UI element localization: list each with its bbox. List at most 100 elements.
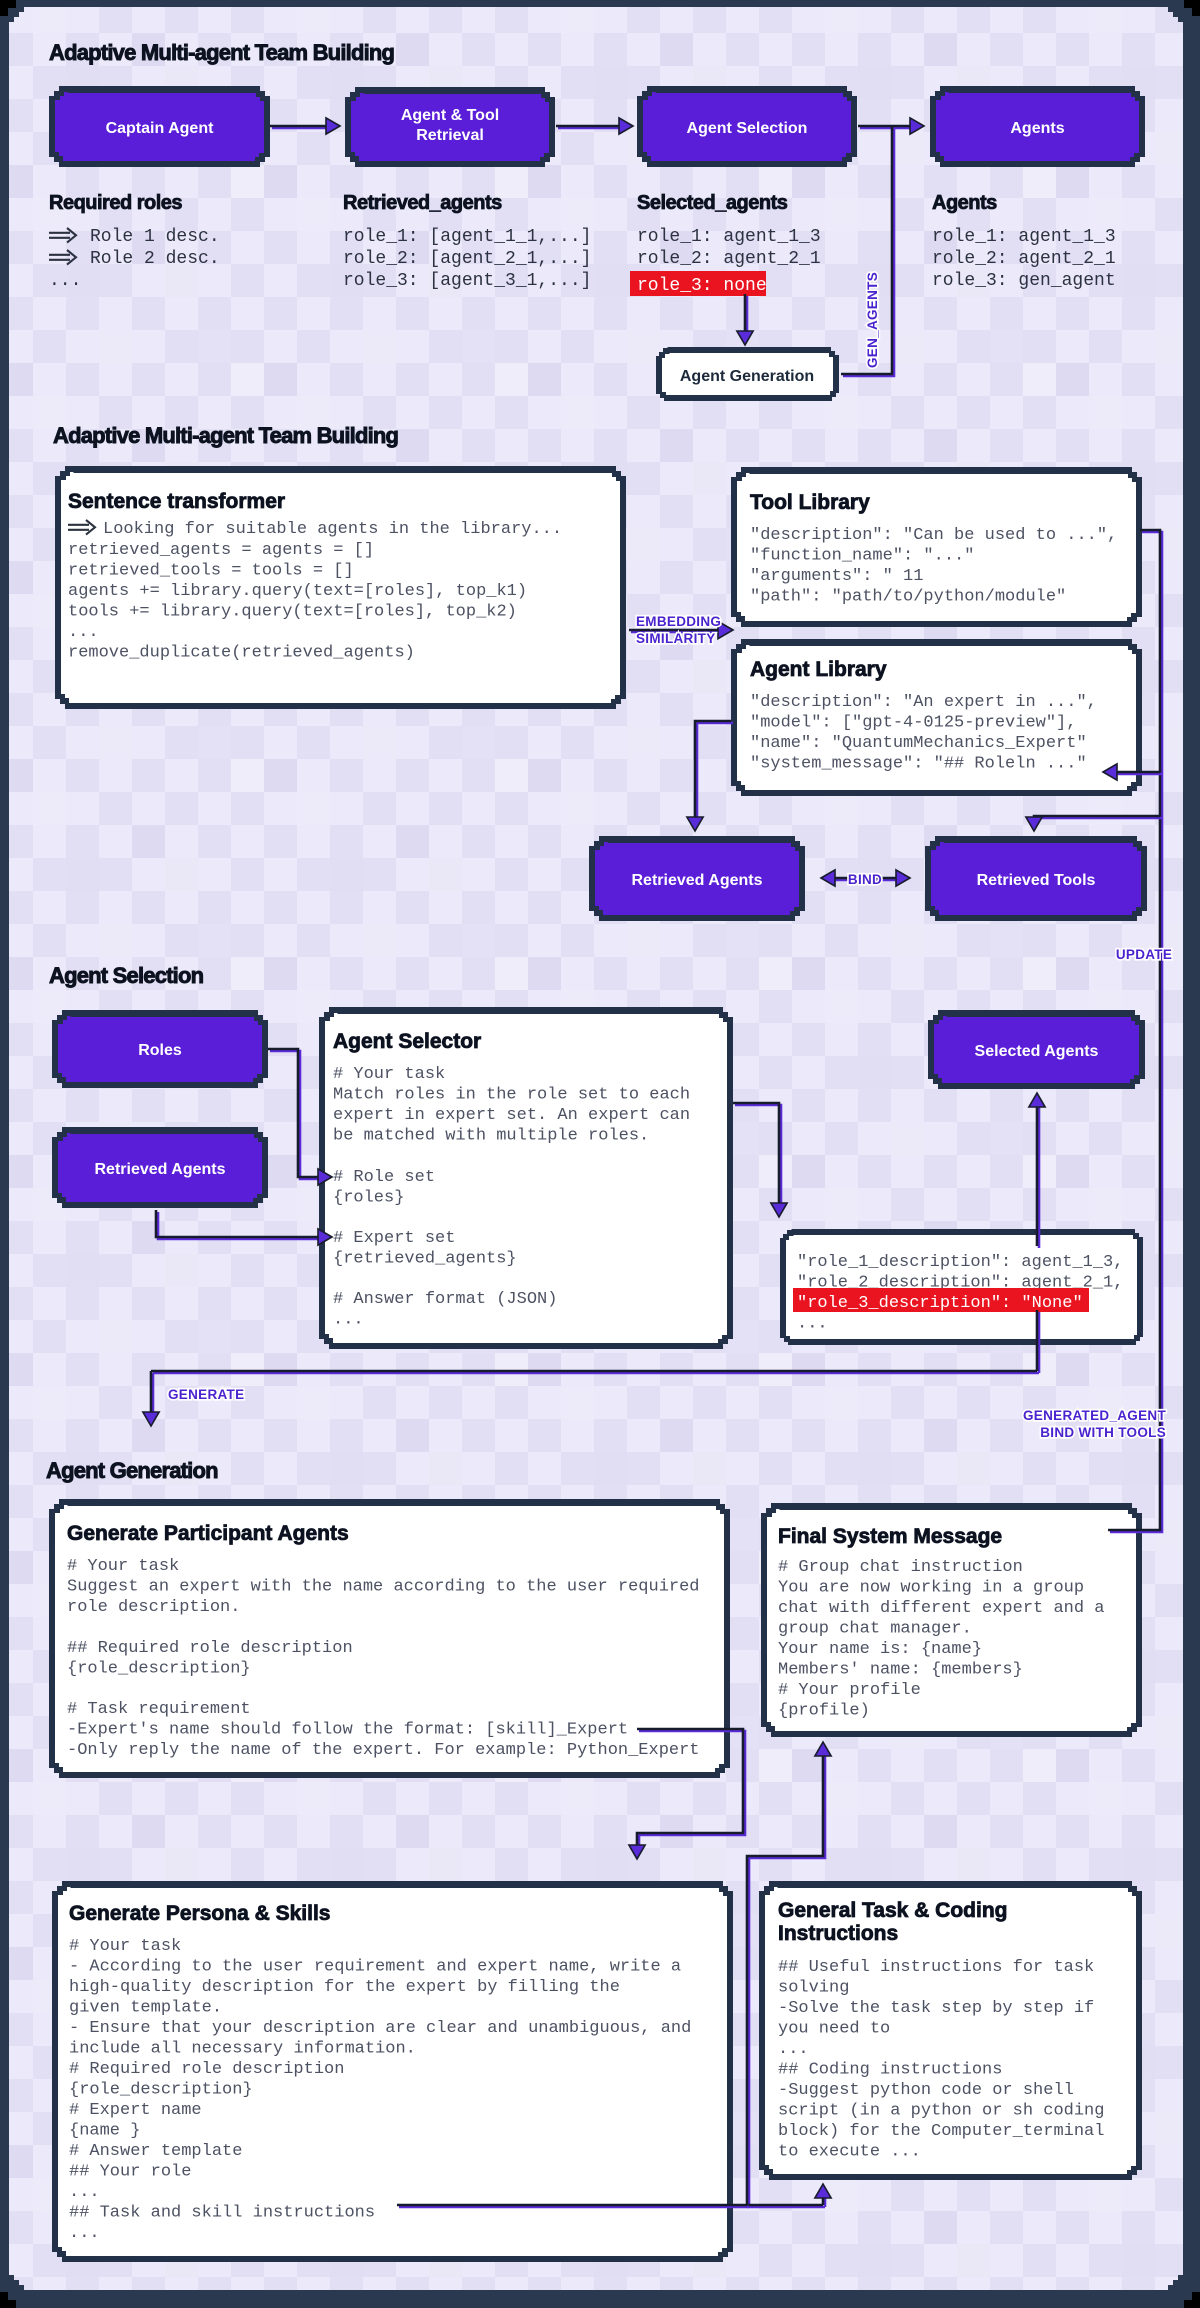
svg-text:Final System Message: Final System Message	[778, 1525, 1002, 1548]
svg-text:GENERATED_AGENT: GENERATED_AGENT	[1023, 1408, 1166, 1423]
svg-text:- According to the user requir: - According to the user requirement and …	[69, 1958, 681, 1977]
svg-text:block) for the Computer_termin: block) for the Computer_terminal	[778, 2122, 1104, 2141]
svg-text:# Your profile: # Your profile	[778, 1681, 921, 1700]
svg-text:Required roles: Required roles	[49, 192, 182, 214]
svg-text:role_1: agent_1_3: role_1: agent_1_3	[932, 227, 1116, 247]
svg-text:retrieved_tools = tools = []: retrieved_tools = tools = []	[68, 562, 354, 581]
svg-text:# Required role description: # Required role description	[69, 2060, 344, 2079]
svg-text:Retrieved_agents: Retrieved_agents	[343, 192, 502, 214]
svg-text:Selected Agents: Selected Agents	[975, 1043, 1099, 1060]
svg-text:General Task & Coding: General Task & Coding	[778, 1899, 1008, 1922]
svg-text:"description": "Can be used to: "description": "Can be used to ...",	[750, 526, 1117, 545]
svg-text:Tool Library: Tool Library	[750, 491, 870, 514]
svg-text:## Your role: ## Your role	[69, 2163, 191, 2182]
svg-text:Retrieved Tools: Retrieved Tools	[977, 872, 1096, 889]
svg-text:Agents: Agents	[932, 192, 997, 214]
svg-text:BIND: BIND	[848, 872, 882, 887]
svg-text:Generate Persona & Skills: Generate Persona & Skills	[69, 1902, 330, 1925]
svg-text:Suggest an expert with the nam: Suggest an expert with the name accordin…	[67, 1578, 700, 1597]
svg-text:Adaptive Multi-agent Team Buil: Adaptive Multi-agent Team Building	[53, 423, 398, 448]
svg-text:Retrieval: Retrieval	[416, 127, 484, 144]
svg-text:# Role set: # Role set	[333, 1168, 435, 1187]
svg-text:Sentence transformer: Sentence transformer	[68, 490, 285, 513]
svg-text:# Answer template: # Answer template	[69, 2142, 242, 2161]
svg-text:group chat manager.: group chat manager.	[778, 1620, 972, 1639]
svg-text:role_2: agent_2_1: role_2: agent_2_1	[637, 249, 821, 269]
svg-text:solving: solving	[778, 1979, 849, 1998]
svg-text:Your name is: {name}: Your name is: {name}	[778, 1640, 982, 1659]
svg-text:-Solve the task step by step i: -Solve the task step by step if	[778, 1999, 1094, 2018]
svg-text:agents += library.query(text=[: agents += library.query(text=[roles], to…	[68, 582, 527, 601]
svg-text:SIMILARITY: SIMILARITY	[636, 631, 716, 646]
svg-text:- Ensure that your description: - Ensure that your description are clear…	[69, 2019, 691, 2038]
svg-text:Retrieved Agents: Retrieved Agents	[632, 872, 763, 889]
svg-text:Captain Agent: Captain Agent	[106, 120, 215, 137]
svg-text:role_1: agent_1_3: role_1: agent_1_3	[637, 227, 821, 247]
svg-text:Adaptive Multi-agent Team Buil: Adaptive Multi-agent Team Building	[49, 40, 394, 65]
svg-text:be matched with multiple roles: be matched with multiple roles.	[333, 1127, 649, 1146]
svg-text:"role_1_description": agent_1_: "role_1_description": agent_1_3,	[797, 1253, 1123, 1272]
svg-text:role_2: [agent_2_1,...]: role_2: [agent_2_1,...]	[343, 249, 591, 269]
svg-text:Instructions: Instructions	[778, 1922, 898, 1945]
svg-text:Generate Participant Agents: Generate Participant Agents	[67, 1522, 349, 1545]
svg-text:BIND WITH TOOLS: BIND WITH TOOLS	[1040, 1425, 1166, 1440]
svg-text:Agent Selection: Agent Selection	[687, 120, 808, 137]
svg-text:# Your task: # Your task	[67, 1557, 179, 1576]
svg-text:EMBEDDING: EMBEDDING	[636, 614, 721, 629]
svg-text:# Expert name: # Expert name	[69, 2101, 202, 2120]
svg-text:# Expert set: # Expert set	[333, 1229, 455, 1248]
svg-text:you need to: you need to	[778, 2020, 890, 2039]
svg-text:Members' name: {members}: Members' name: {members}	[778, 1661, 1023, 1680]
svg-text:## Required role description: ## Required role description	[67, 1639, 353, 1658]
svg-text:## Task and skill instructions: ## Task and skill instructions	[69, 2204, 375, 2223]
svg-text:{profile): {profile)	[778, 1702, 870, 1721]
svg-text:Agent Generation: Agent Generation	[680, 368, 814, 385]
svg-text:## Coding instructions: ## Coding instructions	[778, 2061, 1002, 2080]
svg-text:{role_description}: {role_description}	[67, 1660, 251, 1679]
svg-text:to execute ...: to execute ...	[778, 2143, 921, 2162]
svg-text:Agents: Agents	[1010, 120, 1064, 137]
svg-text:Roles: Roles	[138, 1042, 182, 1059]
svg-text:retrieved_agents = agents = []: retrieved_agents = agents = []	[68, 541, 374, 560]
svg-text:UPDATE: UPDATE	[1116, 947, 1172, 962]
svg-text:"function_name": "...": "function_name": "..."	[750, 547, 974, 566]
svg-text:script (in a python or sh codi: script (in a python or sh coding	[778, 2102, 1104, 2121]
svg-text:Selected_agents: Selected_agents	[637, 192, 788, 214]
svg-text:Match roles in the role set to: Match roles in the role set to each	[333, 1086, 690, 1105]
svg-text:GEN_AGENTS: GEN_AGENTS	[865, 272, 880, 368]
svg-text:role description.: role description.	[67, 1598, 240, 1617]
svg-text:{roles}: {roles}	[333, 1189, 404, 1208]
svg-text:{retrieved_agents}: {retrieved_agents}	[333, 1250, 517, 1269]
svg-text:"arguments": " 11: "arguments": " 11	[750, 567, 923, 586]
svg-text:{role_description}: {role_description}	[69, 2081, 253, 2100]
svg-text:Role 2 desc.: Role 2 desc.	[90, 249, 220, 269]
svg-text:"description": "An expert in .: "description": "An expert in ...",	[750, 693, 1097, 712]
svg-text:...: ...	[333, 1311, 364, 1330]
svg-text:Retrieved Agents: Retrieved Agents	[95, 1161, 226, 1178]
svg-text:expert in expert set. An exper: expert in expert set. An expert can	[333, 1106, 690, 1125]
svg-text:# Answer format (JSON): # Answer format (JSON)	[333, 1290, 557, 1309]
svg-text:high-quality description for t: high-quality description for the expert …	[69, 1978, 620, 1997]
svg-text:# Task requirement: # Task requirement	[67, 1700, 251, 1719]
svg-text:"model": ["gpt-4-0125-preview": "model": ["gpt-4-0125-preview"],	[750, 714, 1076, 733]
svg-text:...: ...	[68, 623, 99, 642]
svg-text:{name }: {name }	[69, 2122, 140, 2141]
svg-text:Agent Selector: Agent Selector	[333, 1030, 481, 1053]
svg-text:role_3: none: role_3: none	[637, 276, 767, 296]
svg-text:You are now working in a group: You are now working in a group	[778, 1579, 1084, 1598]
svg-text:Agent Library: Agent Library	[750, 658, 887, 681]
svg-text:# Group chat instruction: # Group chat instruction	[778, 1558, 1023, 1577]
svg-text:"role_2_description": agent_2_: "role_2_description": agent_2_1,	[797, 1274, 1123, 1293]
svg-text:"name": "QuantumMechanics_Expe: "name": "QuantumMechanics_Expert"	[750, 734, 1087, 753]
svg-text:-Only reply the name of the ex: -Only reply the name of the expert. For …	[67, 1741, 700, 1760]
svg-text:"system_message": "## Roleln .: "system_message": "## Roleln ..."	[750, 755, 1087, 774]
svg-text:Agent & Tool: Agent & Tool	[401, 107, 499, 124]
svg-text:...: ...	[69, 2224, 100, 2243]
svg-text:...: ...	[797, 1315, 828, 1334]
svg-text:Agent Selection: Agent Selection	[49, 963, 204, 988]
svg-text:role_3: gen_agent: role_3: gen_agent	[932, 271, 1116, 291]
svg-text:## Useful instructions for tas: ## Useful instructions for task	[778, 1958, 1094, 1977]
svg-text:...: ...	[69, 2183, 100, 2202]
svg-text:tools += library.query(text=[r: tools += library.query(text=[roles], top…	[68, 603, 517, 622]
svg-text:"role_3_description": "None": "role_3_description": "None"	[797, 1294, 1083, 1313]
